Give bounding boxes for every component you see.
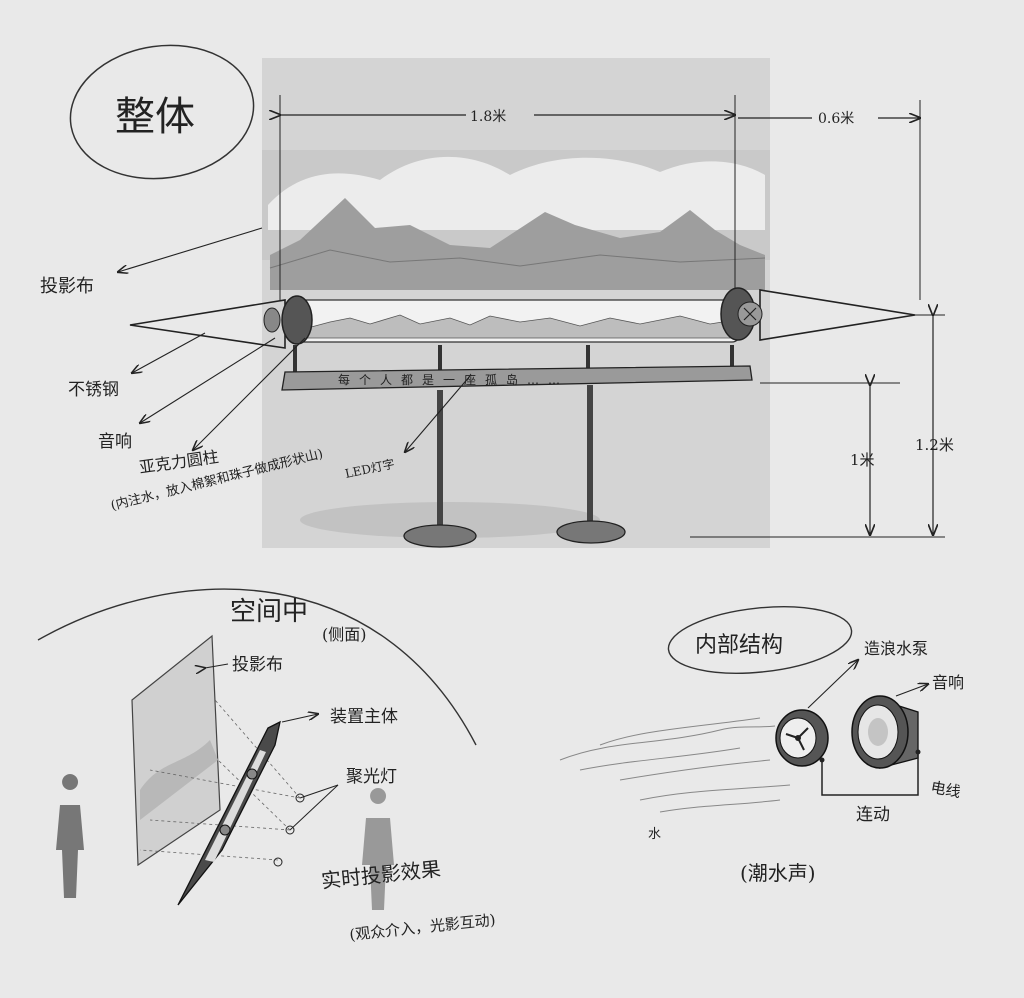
space-side-view: 空间中 (侧面) 投影布 装置主体 聚光灯 — [37, 588, 497, 944]
water-waves — [559, 717, 791, 813]
space-subtitle: (侧面) — [322, 625, 367, 644]
label-spotlight: 聚光灯 — [346, 767, 397, 787]
internal-speaker — [851, 695, 919, 769]
internal-title-oval — [667, 606, 853, 674]
label-acrylic-cylinder: 亚克力圆柱 — [138, 447, 220, 477]
label-wave-pump: 造浪水泵 — [864, 639, 928, 658]
label-internal-speaker: 音响 — [932, 673, 964, 692]
cloud-band — [268, 156, 765, 230]
overall-view: 整体 1.8米 0.6米 1米 1.2米 — [40, 44, 954, 548]
left-speaker — [281, 295, 313, 345]
space-arc — [37, 588, 477, 746]
led-text: 每个人都是一座孤岛…… — [338, 372, 569, 387]
label-projection-screen: 投影布 — [40, 276, 94, 297]
left-steel-cone — [129, 299, 286, 349]
space-title: 空间中 — [230, 597, 308, 627]
internal-title: 内部结构 — [695, 633, 783, 658]
floor-shadow — [300, 502, 600, 538]
label-linkage: 连动 — [856, 805, 890, 825]
tide-sound-label: (潮水声) — [740, 861, 816, 885]
label-water: 水 — [648, 827, 661, 842]
label-speaker: 音响 — [98, 432, 132, 452]
label-stainless-steel: 不锈钢 — [68, 380, 119, 400]
label-side-screen: 投影布 — [232, 655, 283, 675]
overall-title: 整体 — [115, 94, 195, 140]
label-wire: 电线 — [929, 778, 962, 801]
led-shelf — [281, 365, 753, 391]
left-base — [403, 524, 477, 548]
total-height-dimension: 1.2米 — [915, 436, 954, 454]
overall-title-oval — [69, 44, 255, 180]
stand-height-dimension: 1米 — [850, 451, 875, 469]
wire-linkage — [821, 752, 919, 796]
wave-pump — [775, 709, 829, 767]
person-figure-left — [56, 774, 84, 898]
person-figure-right — [362, 788, 394, 910]
projection-effect-note: (观众介入，光影互动) — [349, 911, 497, 944]
right-base — [556, 520, 626, 544]
spotlights — [273, 784, 339, 867]
label-device-body: 装置主体 — [330, 707, 398, 727]
internal-structure: 内部结构 水 造浪水泵 音响 — [559, 606, 964, 885]
depth-dimension: 0.6米 — [818, 111, 854, 127]
mountain-range — [270, 198, 765, 290]
right-steel-cone — [759, 289, 916, 341]
width-dimension: 1.8米 — [470, 109, 506, 125]
